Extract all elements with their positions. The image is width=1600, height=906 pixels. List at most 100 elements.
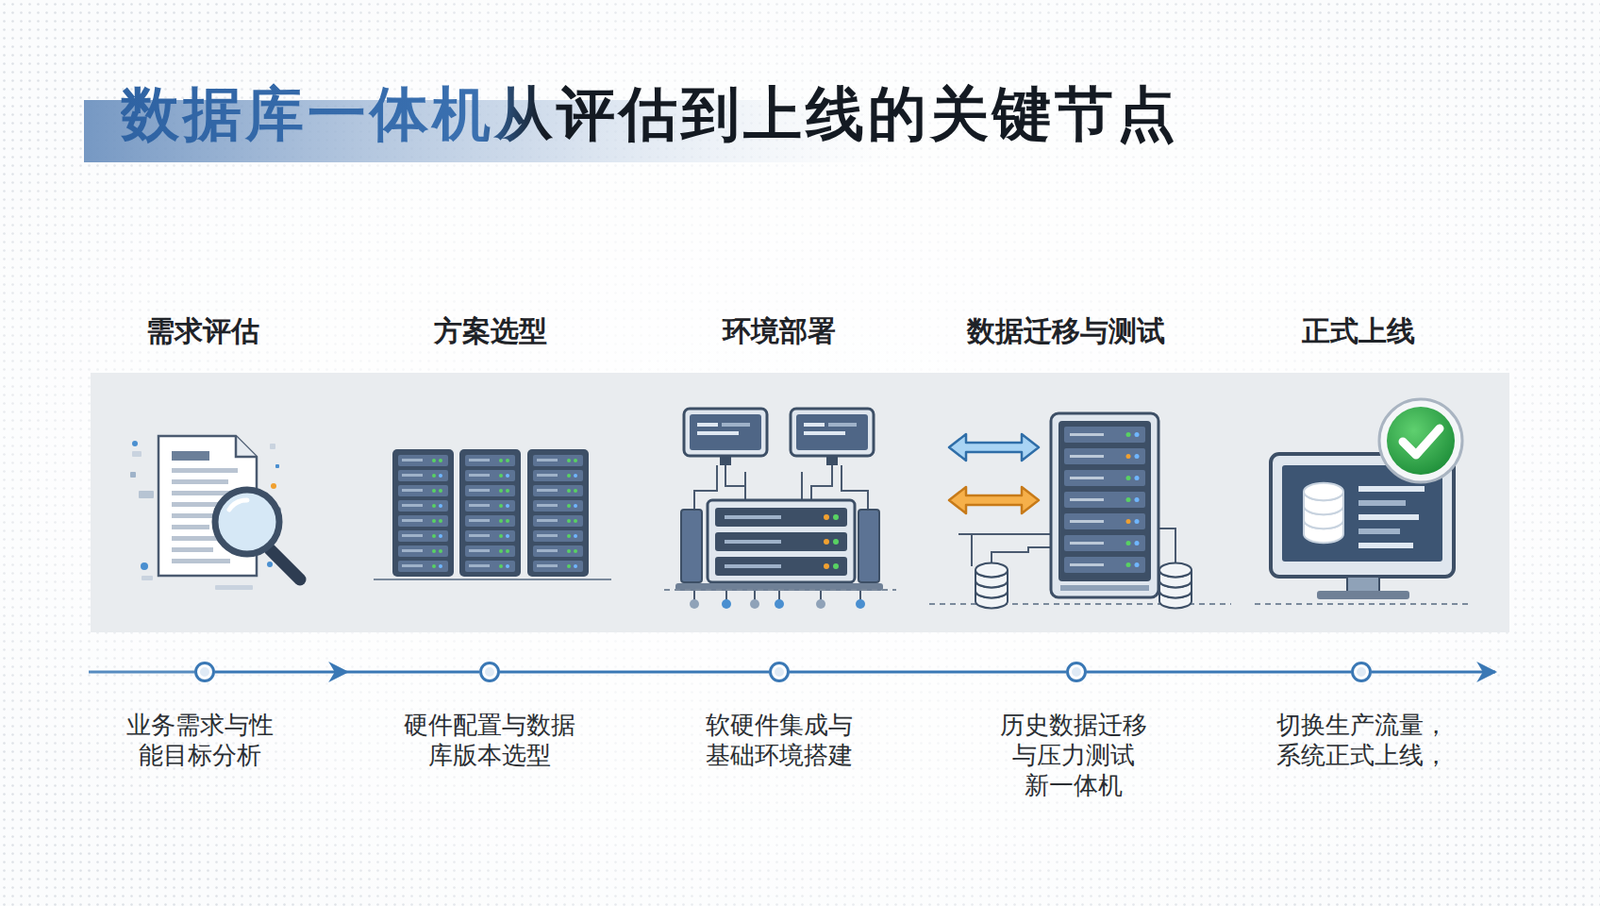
slot-line	[401, 549, 423, 552]
slot-line	[1069, 519, 1104, 523]
requirements-icon	[130, 435, 300, 590]
rack-slot	[465, 530, 516, 542]
rack-slot	[533, 545, 584, 557]
decor-dot	[132, 440, 138, 447]
document-line	[171, 467, 238, 473]
stage-heading: 方案选型	[339, 314, 642, 349]
decor-bit	[275, 464, 280, 468]
status-led	[499, 458, 503, 463]
slot-line	[401, 564, 423, 567]
base-line	[1254, 602, 1472, 605]
database-top	[1303, 483, 1344, 500]
tower-slot	[1064, 426, 1146, 443]
document-line	[171, 524, 210, 530]
status-led	[432, 533, 436, 538]
stage-heading: 需求评估	[51, 314, 354, 349]
slot-line	[536, 488, 558, 492]
diagram-title: 数据库一体机从评估到上线的关键节点	[120, 79, 1180, 150]
check-ring	[1379, 399, 1463, 483]
slot-line	[468, 518, 490, 522]
rack-slot	[533, 560, 584, 572]
status-led	[573, 549, 578, 553]
status-led	[1126, 432, 1132, 437]
stage-description: 硬件配置与数据 库版本选型	[401, 709, 578, 770]
lens-highlight	[229, 500, 248, 510]
node-leg	[753, 590, 756, 600]
rack-slot	[398, 454, 449, 467]
rack-slot	[465, 500, 516, 512]
slot-line	[401, 518, 423, 522]
milestone-node: 数据迁移与测试历史数据迁移 与压力测试 新一体机	[1066, 661, 1087, 683]
slot-line	[536, 503, 558, 507]
milestone-node: 方案选型硬件配置与数据 库版本选型	[479, 661, 500, 683]
monitor-frame	[683, 408, 767, 456]
rack-slot	[398, 500, 449, 512]
status-led	[573, 518, 578, 523]
rack-slot	[465, 515, 516, 527]
status-led	[438, 503, 443, 508]
cable	[725, 465, 746, 502]
status-led	[823, 538, 830, 545]
rack-slot	[465, 484, 516, 497]
status-led	[1134, 475, 1140, 481]
status-led	[1134, 540, 1140, 546]
status-led	[499, 488, 503, 493]
status-led	[566, 564, 571, 568]
database-top	[975, 563, 1008, 578]
status-led	[833, 538, 839, 545]
base-line	[373, 578, 612, 581]
stage-description: 软硬件集成与 基础环境搭建	[703, 709, 855, 770]
status-led	[573, 458, 578, 463]
decor-dot	[266, 561, 273, 567]
selection-icon	[373, 449, 612, 580]
check-circle	[1386, 406, 1455, 475]
status-led	[505, 518, 510, 523]
status-led	[1126, 540, 1132, 546]
slot-line	[536, 564, 558, 567]
screen-line	[1358, 500, 1406, 506]
status-led	[499, 533, 503, 538]
server-drawer	[715, 532, 848, 551]
status-led	[573, 564, 578, 568]
status-led	[432, 473, 436, 478]
status-led	[1126, 453, 1132, 459]
rack-slot	[465, 545, 516, 557]
rack-slot	[398, 545, 449, 557]
decor-bit	[269, 443, 276, 450]
stage-description: 业务需求与性 能目标分析	[124, 709, 276, 770]
double-arrow	[949, 433, 1039, 461]
base-line	[664, 588, 897, 591]
document-line	[171, 558, 231, 564]
screen-line	[803, 422, 825, 427]
screen-line	[697, 431, 739, 435]
status-led	[573, 488, 578, 493]
server-rack	[527, 449, 589, 577]
slot-line	[468, 458, 490, 462]
server-drawer	[715, 507, 848, 527]
status-led	[499, 518, 503, 523]
rack-slot	[465, 454, 516, 467]
status-led	[566, 503, 571, 508]
decor-bit	[132, 450, 142, 457]
slot-line	[468, 503, 490, 507]
status-led	[823, 514, 830, 520]
cable	[811, 465, 833, 502]
rack-slot	[533, 454, 584, 467]
screen-line	[803, 431, 846, 435]
slot-line	[1069, 454, 1104, 458]
status-led	[573, 473, 578, 478]
server-tower	[1050, 413, 1159, 598]
status-led	[499, 549, 503, 553]
stage-description: 切换生产流量， 系统正式上线，	[1274, 709, 1450, 770]
status-led	[505, 564, 510, 568]
rack-slot	[533, 484, 584, 497]
rack-slot	[398, 469, 449, 482]
drawer-line	[724, 564, 782, 568]
slot-line	[401, 533, 423, 537]
status-led	[438, 564, 443, 568]
status-led	[1134, 518, 1140, 524]
check-mark	[1402, 428, 1440, 455]
timeline-connector	[215, 670, 480, 674]
